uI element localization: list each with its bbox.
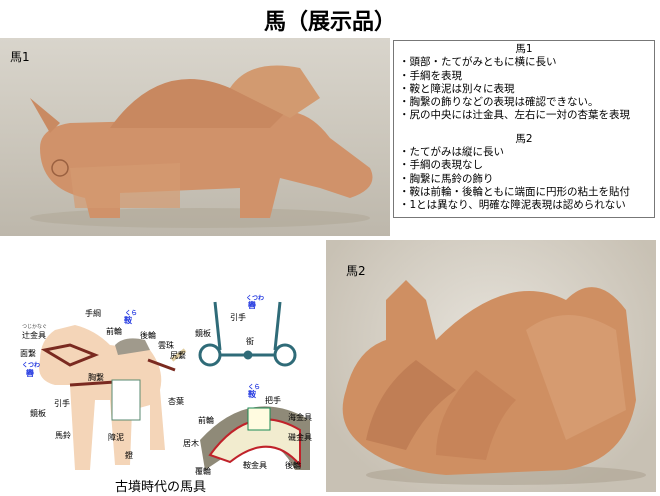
bato-label: 馬鈴 [55, 431, 71, 440]
abumi-label: 鐙 [125, 451, 133, 460]
gyouyou-label: 杏葉 [168, 397, 184, 406]
tsujikanagu-ruby: つじかなぐ [22, 324, 48, 330]
shirigai-label: 尻繋 [170, 351, 186, 360]
horse2-figure [342, 280, 646, 485]
umikanagu-label: 海金具 [288, 413, 312, 422]
kura-saddle-ruby: くら [248, 384, 261, 391]
horse1-heading: 馬1 [515, 43, 533, 55]
uzu-label: 雲珠 [158, 341, 174, 350]
maewa-label: 前輪 [106, 327, 122, 336]
horse1-item: ・胸繋の飾りなどの表現は確認できない。 [399, 96, 599, 109]
horse2-item: ・手綱の表現なし [399, 159, 483, 172]
fukurin-label: 覆輪 [195, 467, 211, 476]
kutsuwa-label: 轡 [26, 369, 34, 378]
horse2-label: 馬2 [346, 264, 366, 278]
horse1-item: ・尻の中央には辻金具、左右に一対の杏葉を表現 [399, 109, 630, 122]
description-box: 馬1 ・頭部・たてがみともに横に長い ・手綱を表現 ・鞍と障泥は別々に表現 ・胸… [393, 40, 655, 218]
ibo-label: 居木 [183, 439, 199, 448]
isokanagu-label: 磯金具 [288, 433, 312, 442]
horse1-item: ・手綱を表現 [399, 69, 462, 82]
totte-label: 把手 [265, 396, 281, 405]
bit-hikite-label: 引手 [230, 313, 246, 322]
shiodekanagu-label: 鞍金具 [243, 461, 267, 470]
diagram-caption: 古墳時代の馬具 [115, 480, 207, 495]
tack-diagram: つじかなぐ 辻金具 面繋 くつわ 轡 鏡板 引手 馬鈴 手綱 くら 鞍 前輪 後… [0, 290, 320, 495]
horse2-item: ・1とは異なり、明確な障泥表現は認められない [399, 199, 626, 212]
horse2-item: ・鞍は前輪・後輪ともに端面に円形の粘土を貼付 [399, 185, 630, 198]
kutsuwa-ruby: くつわ [22, 362, 41, 369]
hami-label: 銜 [246, 337, 254, 346]
tazuna-label: 手綱 [85, 309, 101, 318]
horse1-item: ・頭部・たてがみともに横に長い [399, 56, 557, 69]
tsujikanagu-label: 辻金具 [22, 331, 46, 340]
tack-illustration [39, 301, 310, 470]
horse1-figure [30, 65, 373, 228]
shizuwa-label: 後輪 [140, 331, 156, 340]
horse1-photo: 馬1 [0, 38, 390, 236]
omogai-label: 面繋 [20, 349, 36, 358]
saddle-shizuwa-label: 後輪 [285, 461, 301, 470]
saddle-maewa-label: 前輪 [198, 416, 214, 425]
munagai-label: 胸繋 [88, 373, 104, 382]
hikite-label: 引手 [54, 399, 70, 408]
kura-label: 鞍 [124, 316, 132, 325]
horse2-heading: 馬2 [515, 132, 533, 145]
kutsuwa-bit-label: 轡 [248, 301, 256, 310]
bit-kagamiita-label: 鏡板 [195, 329, 211, 338]
aori-label: 障泥 [108, 433, 124, 442]
page-title: 馬（展示品） [263, 10, 396, 35]
kutsuwa-bit-ruby: くつわ [246, 295, 265, 302]
horse1-label: 馬1 [10, 50, 30, 64]
kura-ruby: くら [125, 310, 138, 317]
kagamiita-label: 鏡板 [30, 409, 46, 418]
kura-saddle-label: 鞍 [248, 390, 256, 399]
horse2-item: ・たてがみは縦に長い [399, 146, 504, 159]
horse2-photo: 馬2 [326, 240, 656, 492]
horse2-item: ・胸繋に馬鈴の飾り [399, 172, 494, 185]
horse1-item: ・鞍と障泥は別々に表現 [399, 82, 515, 95]
